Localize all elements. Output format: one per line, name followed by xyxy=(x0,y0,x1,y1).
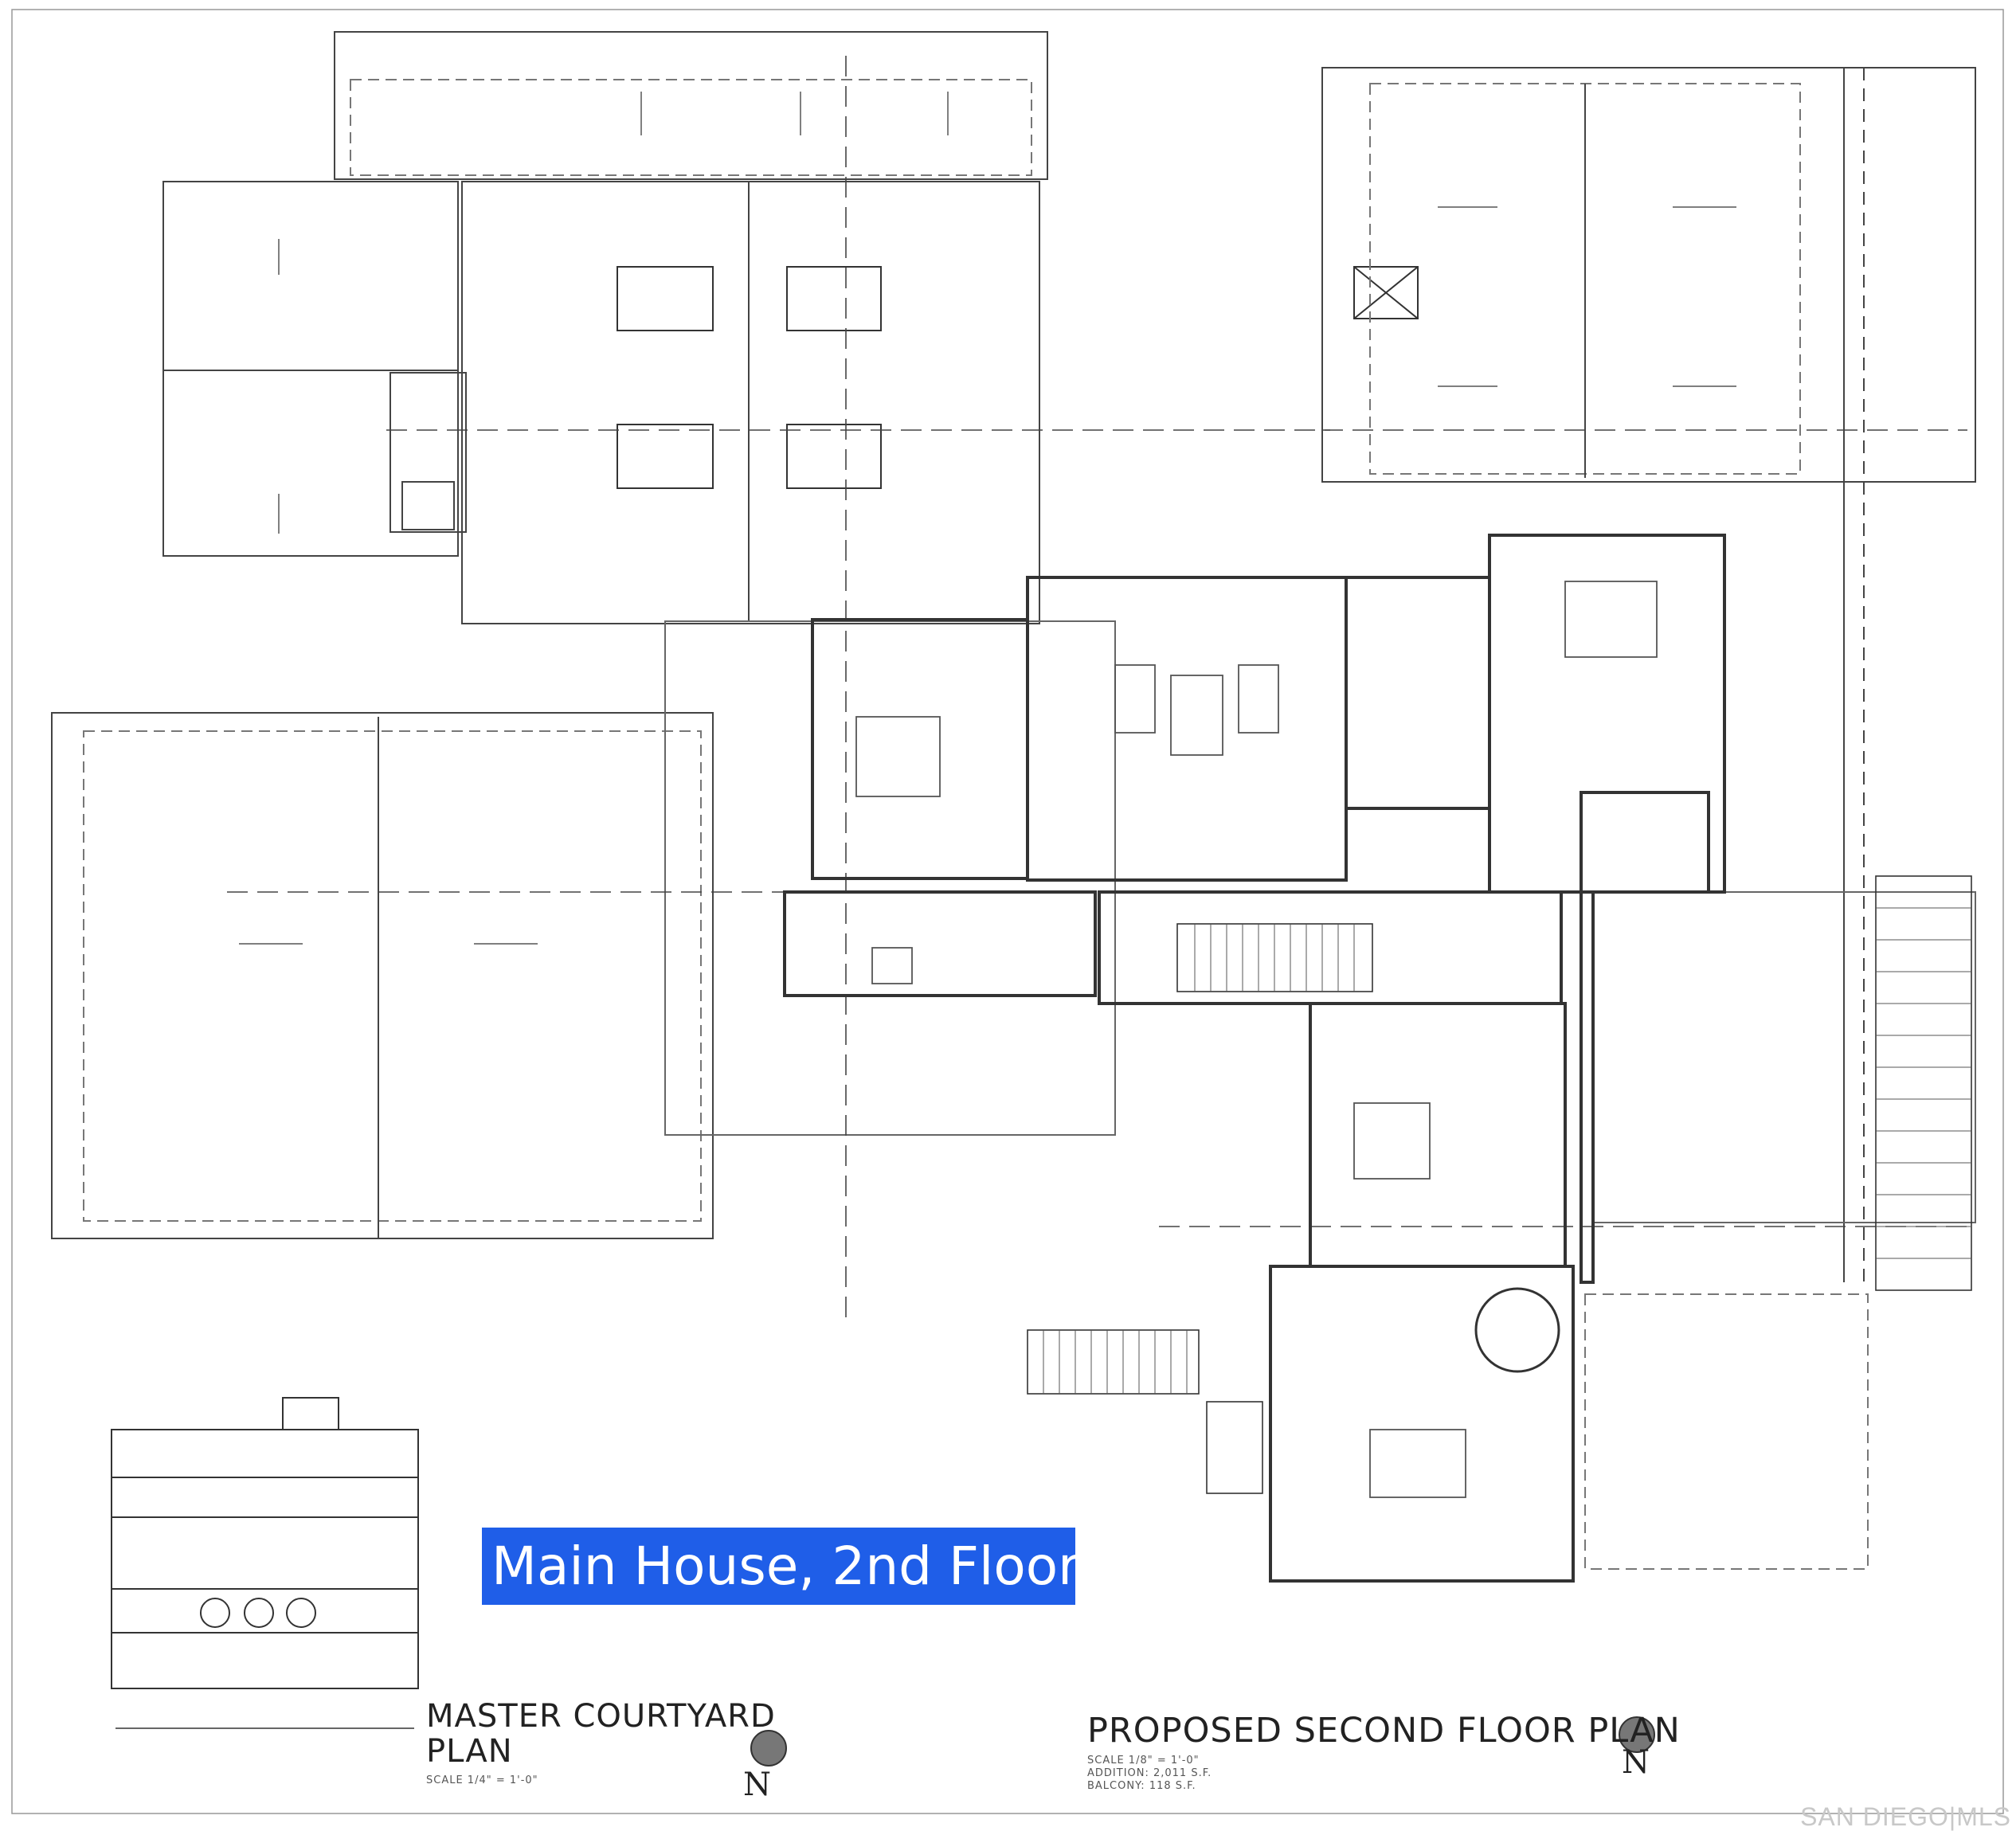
north-label: N xyxy=(1622,1744,1650,1781)
skylights xyxy=(617,266,1419,489)
scale-note-line: SCALE 1/8" = 1'-0" xyxy=(1087,1755,1200,1767)
north-arrow-icon xyxy=(750,1716,1655,1767)
balcony-area-note: BALCONY: 118 S.F. xyxy=(1087,1780,1196,1792)
mls-watermark: SAN DIEGO|MLS xyxy=(1800,1802,2011,1831)
courtyard-plan-title: MASTER COURTYARD xyxy=(426,1698,776,1735)
floor-plan-walls xyxy=(783,534,1726,1583)
roof-plan-left xyxy=(51,31,1116,1239)
floor-label-banner: Main House, 2nd Floor xyxy=(482,1528,1079,1605)
spiral-stair xyxy=(1474,1287,1560,1373)
stairs xyxy=(1027,875,1972,1494)
furniture xyxy=(855,581,1658,1498)
courtyard-scale-note: SCALE 1/4" = 1'-0" xyxy=(426,1774,538,1786)
second-floor-scale-notes: SCALE 1/8" = 1'-0" ADDITION: 2,011 S.F. … xyxy=(1087,1755,1212,1793)
courtyard-plan xyxy=(111,1397,419,1729)
roof-plan-right xyxy=(1321,67,1976,1570)
second-floor-plan-title: PROPOSED SECOND FLOOR PLAN xyxy=(1087,1711,1681,1751)
courtyard-plan-title-line2: PLAN xyxy=(426,1733,513,1770)
north-label: N xyxy=(743,1767,771,1803)
addition-area-note: ADDITION: 2,011 S.F. xyxy=(1087,1767,1212,1779)
